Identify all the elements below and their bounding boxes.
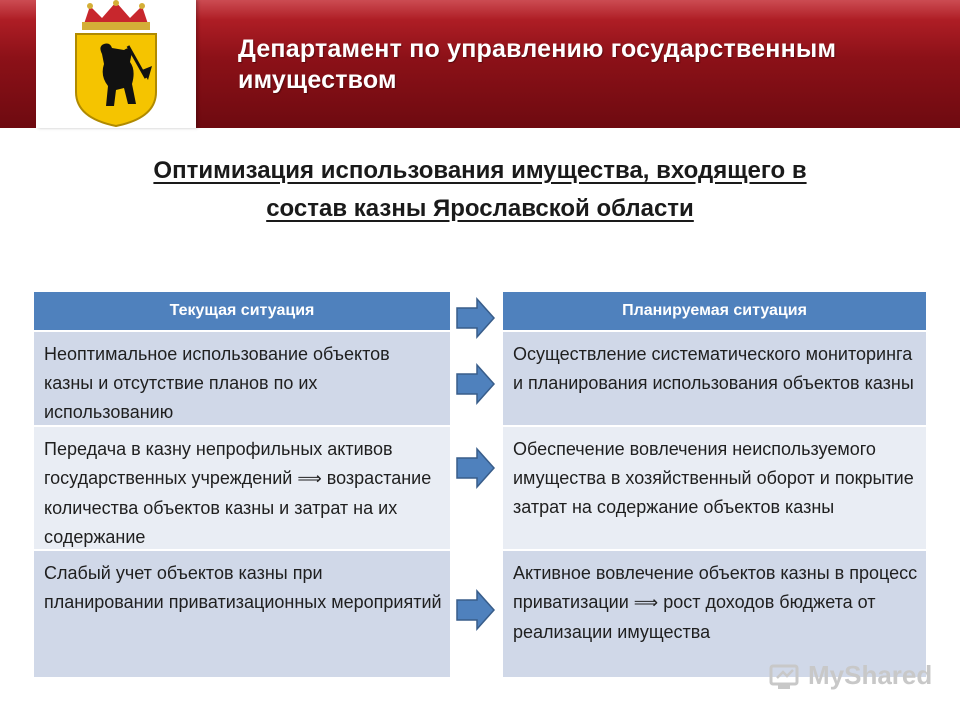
header-title-line2: имуществом [238,66,397,94]
current-row-2-text: Передача в казну непрофильных активов го… [44,439,393,488]
slide-title-line1: Оптимизация использования имущества, вхо… [153,157,807,184]
watermark: MyShared [768,658,938,694]
implies-icon: ⟹ [297,469,322,489]
current-row-1: Неоптимальное использование объектов каз… [34,330,450,425]
planned-row-3-consequence: рост доходов бюджета от реализации имуще… [513,592,876,642]
arrow-right-icon [456,447,496,489]
coat-of-arms-icon [75,0,157,128]
current-row-2: Передача в казну непрофильных активов го… [34,425,450,549]
current-row-2-consequence: возрастание количества объектов казны и … [44,468,432,547]
watermark-text: MyShared [808,660,933,690]
header-shine [0,0,960,20]
arrow-right-icon [456,363,496,405]
current-situation-header: Текущая ситуация [34,292,450,330]
planned-row-1: Осуществление систематического мониторин… [503,330,926,425]
arrow-right-icon [456,297,496,339]
planned-row-3-text: Активное вовлечение объектов казны в про… [513,563,918,612]
current-row-3: Слабый учет объектов казны при планирова… [34,549,450,677]
planned-row-3: Активное вовлечение объектов казны в про… [503,549,926,677]
planned-situation-column: Планируемая ситуация Осуществление систе… [503,292,926,677]
watermark-logo-icon [769,664,799,689]
arrow-right-icon [456,589,496,631]
logo-panel [36,0,196,128]
planned-row-2: Обеспечение вовлечения неиспользуемого и… [503,425,926,549]
current-situation-column: Текущая ситуация Неоптимальное использов… [34,292,450,677]
slide-title: Оптимизация использования имущества, вхо… [40,152,920,228]
planned-situation-header: Планируемая ситуация [503,292,926,330]
implies-icon: ⟹ [633,593,659,613]
slide-title-line2: состав казны Ярославской области [266,195,694,222]
header-title-line1: Департамент по управлению государственны… [238,35,837,63]
header-title: Департамент по управлению государственны… [238,34,938,96]
